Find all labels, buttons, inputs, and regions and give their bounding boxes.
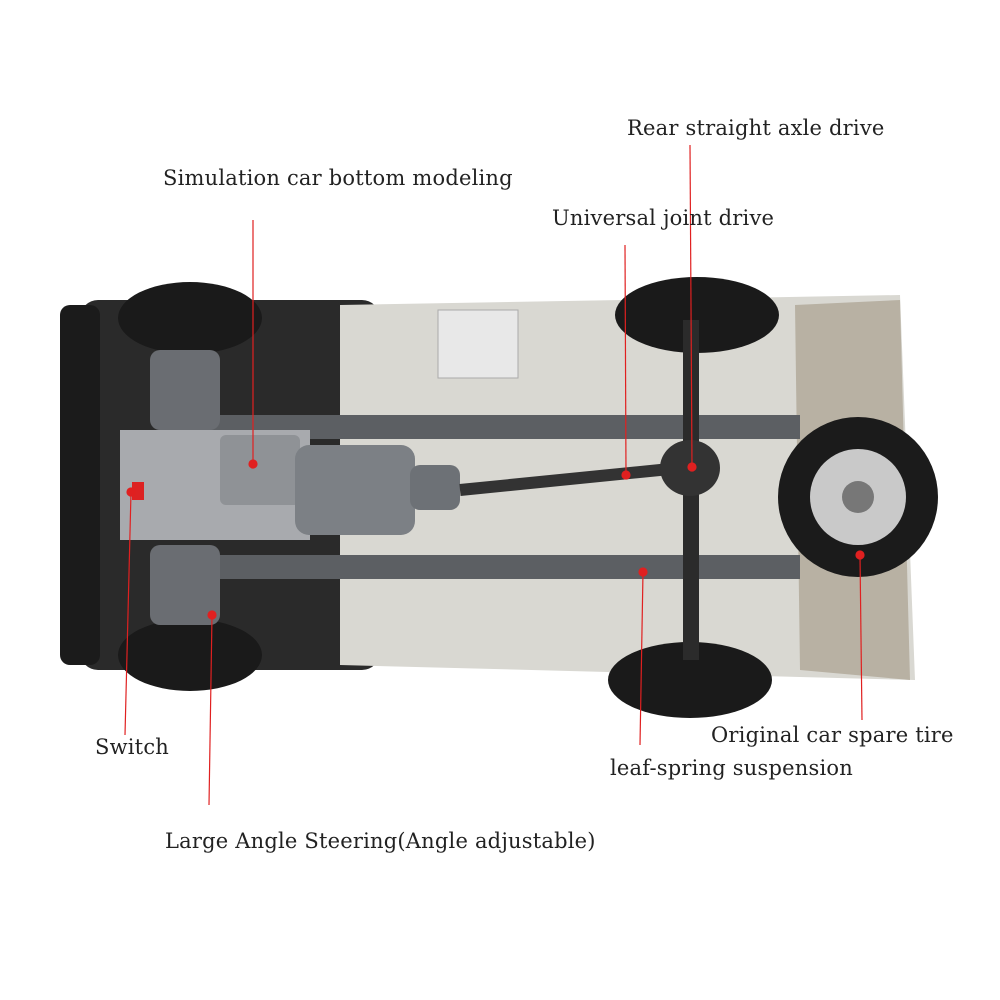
motor-housing (220, 435, 300, 505)
front-right-wheel (118, 619, 262, 691)
front-suspension-bottom (150, 545, 220, 625)
callout-line-leaf-spring (639, 571, 644, 746)
frame-rail-bottom (210, 555, 800, 579)
label-leaf-spring: leaf-spring suspension (610, 756, 853, 780)
callout-dot-universal-joint (621, 470, 631, 480)
callout-dot-spare-tire (855, 550, 865, 560)
driveshaft (459, 462, 681, 496)
label-rear-axle: Rear straight axle drive (627, 116, 885, 140)
rear-right-wheel (608, 642, 772, 718)
label-bottom-modeling: Simulation car bottom modeling (163, 166, 513, 190)
battery-box (437, 309, 519, 379)
chassis-tray (340, 295, 915, 680)
power-switch (132, 482, 144, 500)
front-bumper (60, 305, 100, 665)
callout-line-spare-tire (859, 554, 863, 721)
callout-dot-steering (207, 610, 217, 620)
front-left-wheel (118, 282, 262, 354)
callout-dot-switch (126, 487, 136, 497)
callout-line-steering (208, 614, 213, 806)
label-switch: Switch (95, 735, 170, 759)
label-spare-tire: Original car spare tire (711, 723, 954, 747)
callout-line-switch (124, 491, 132, 736)
callout-dot-rear-axle (687, 462, 697, 472)
gearbox-output (410, 465, 460, 510)
label-universal-joint: Universal joint drive (552, 206, 775, 230)
callout-dot-leaf-spring (638, 567, 648, 577)
callout-line-rear-axle (689, 144, 693, 468)
callout-dot-bottom-modeling (248, 459, 258, 469)
spare-hub (842, 481, 874, 513)
label-steering: Large Angle Steering(Angle adjustable) (165, 829, 596, 853)
front-suspension-top (150, 350, 220, 430)
callout-line-universal-joint (624, 244, 627, 476)
gearbox (295, 445, 415, 535)
rear-left-wheel (615, 277, 779, 353)
